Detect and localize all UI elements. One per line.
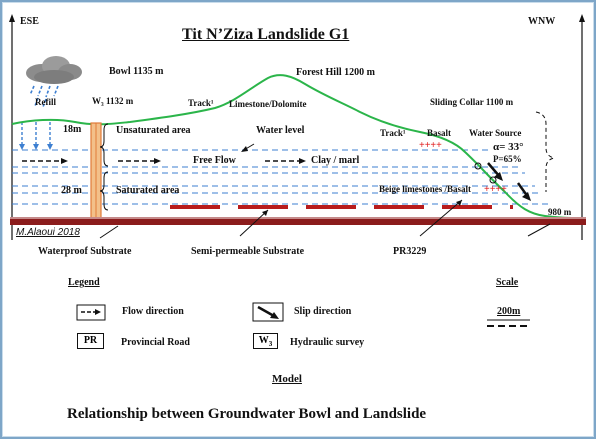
label-track-left: Track¹ (188, 98, 214, 108)
slip-arrow-icon (252, 302, 284, 322)
label-saturated: Saturated area (116, 185, 180, 196)
label-pressure: P=65% (493, 154, 522, 164)
label-sliding-collar: Sliding Collar 1100 m (430, 97, 514, 107)
water-level-arrow (241, 143, 255, 152)
label-bowl: Bowl 1135 m (109, 66, 164, 77)
direction-right: WNW (528, 16, 556, 27)
label-limestone: Limestone/Dolomite (229, 99, 307, 109)
basalt-bars (170, 205, 513, 209)
slip-arrow-icon (487, 162, 503, 181)
label-semi-permeable: Semi-permeable Substrate (191, 246, 305, 257)
well-w3 (90, 122, 102, 219)
scale-bar-icon (487, 319, 530, 327)
label-plus-upper: ++++ (419, 140, 442, 151)
label-unsaturated: Unsaturated area (116, 125, 191, 136)
label-forest-hill: Forest Hill 1200 m (296, 67, 375, 78)
label-alpha: α= 33° (493, 141, 524, 153)
label-free-flow: Free Flow (193, 155, 236, 166)
flow-arrow-icon (76, 304, 106, 321)
diagram-title: Tit N’Ziza Landslide G1 (182, 26, 350, 43)
substrate-band (10, 219, 586, 225)
legend-w-symbol: W (258, 335, 269, 346)
label-depth-28: 28 m (61, 185, 82, 196)
label-well: W₃ 1132 m (92, 96, 134, 106)
substrate-line-light (10, 217, 586, 219)
legend-pr-box: PR (77, 333, 104, 349)
label-clay-marl: Clay / marl (311, 155, 360, 166)
legend-hydraulic-survey: Hydraulic survey (290, 337, 365, 348)
legend-scale-value: 200m (497, 306, 521, 317)
label-beige: Beige limestones /Basalt (379, 184, 471, 194)
legend-w-subscript: 3 (268, 340, 273, 348)
label-track-right: Track¹ (380, 128, 406, 138)
legend-w-box: W3 (253, 333, 278, 349)
legend-pr-symbol: PR (83, 335, 98, 346)
direction-left: ESE (20, 16, 39, 27)
author-credit: M.Alaoui 2018 (16, 227, 80, 238)
label-refill: Refill (35, 97, 56, 107)
depth-braces (99, 123, 109, 211)
arrow-up-icon (9, 14, 15, 240)
terrain-profile (11, 74, 583, 219)
label-plus-lower: ++++ (484, 184, 507, 195)
footer-caption: Relationship between Groundwater Bowl an… (67, 406, 427, 422)
label-depth-18: 18m (63, 124, 82, 135)
legend-slip-direction: Slip direction (294, 306, 352, 317)
label-water-source: Water Source (469, 128, 522, 138)
model-label: Model (272, 373, 302, 385)
legend-scale-heading: Scale (496, 277, 519, 288)
label-elev-980: 980 m (548, 207, 572, 217)
legend-provincial-road: Provincial Road (121, 337, 190, 348)
label-basalt: Basalt (427, 128, 452, 138)
label-waterproof: Waterproof Substrate (38, 246, 132, 257)
slip-markers (474, 162, 497, 184)
legend-flow-direction: Flow direction (122, 306, 184, 317)
legend-heading: Legend (68, 277, 100, 288)
label-water-level: Water level (256, 125, 305, 136)
sliding-collar-bracket (535, 111, 555, 192)
slip-arrow-icon (516, 182, 531, 201)
arrow-up-icon (579, 14, 585, 240)
cloud-rain-icon (26, 56, 82, 108)
flow-arrowheads (61, 158, 306, 164)
refill-arrows (19, 122, 53, 150)
pointer-lines (99, 199, 551, 239)
label-pr-road: PR3229 (393, 246, 427, 257)
